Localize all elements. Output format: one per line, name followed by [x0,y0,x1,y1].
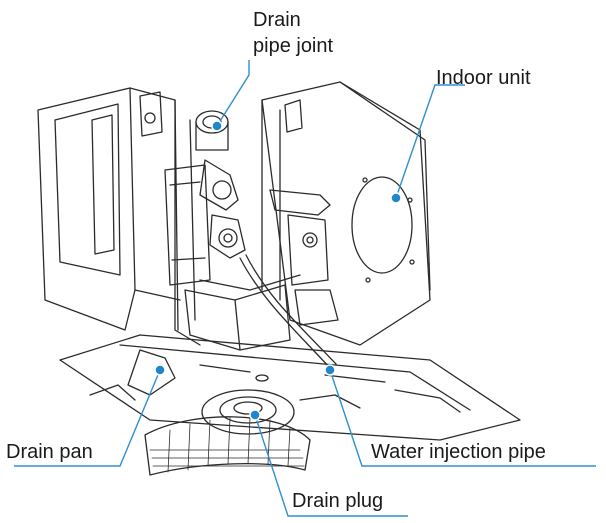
label-drain-plug: Drain plug [292,490,384,512]
leader-indoor-unit [395,84,465,199]
leader-drain-pipe-joint [216,60,250,127]
callout-dot-indoor-unit [390,192,402,204]
drain-pan-outline [59,334,521,441]
callout-dot-water-injection-pipe [324,364,336,376]
unit-line-art [37,81,521,476]
label-indoor-unit: Indoor unit [436,67,531,89]
callout-dot-drain-plug [249,409,261,421]
callout-dot-drain-pan [154,364,166,376]
label-drain-pipe-joint-line2: pipe joint [253,35,334,57]
leader-drain-pan [14,369,161,467]
round-opening [351,176,413,274]
drain-pipe-joint-fitting [195,110,229,134]
label-drain-pipe-joint-line1: Drain [253,9,301,31]
label-water-injection-pipe: Water injection pipe [371,441,546,463]
drain-plug-body [219,396,277,424]
leader-drain-plug [254,414,408,517]
label-drain-pan: Drain pan [6,441,93,463]
fan-grille [144,416,311,476]
left-housing-panel [37,87,136,331]
water-injection-pipe-line [239,257,331,369]
callout-leaders [14,60,596,517]
leader-water-injection-pipe [329,369,596,467]
callout-dot-drain-pipe-joint [211,120,223,132]
drain-plug-ring [201,389,295,435]
